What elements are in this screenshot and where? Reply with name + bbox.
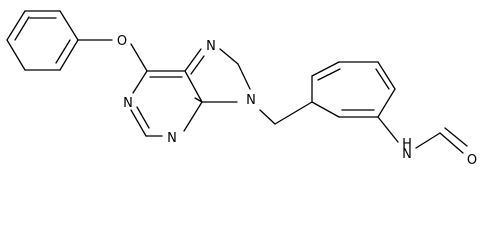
oxygen-carbonyl-label: O	[467, 153, 477, 168]
formamide-group	[377, 116, 468, 154]
imidazole-ring	[184, 48, 251, 103]
hydrogen-amide-label: H	[402, 137, 412, 152]
oxygen-ether-label: O	[117, 34, 127, 49]
nitrogen-pyrimidine-bottom-label: N	[167, 131, 177, 146]
benzene-ring	[311, 61, 396, 118]
phenyl-ring	[6, 10, 79, 71]
pyrimidine-ring	[130, 70, 203, 137]
nitrogen-9-label: N	[246, 93, 256, 108]
nitrogen-amide-label: N	[402, 147, 412, 162]
chemical-structure-diagram: O N N N N N H O	[6, 10, 477, 168]
nitrogen-pyrimidine-left-label: N	[123, 96, 133, 111]
methylene-linker	[259, 101, 313, 125]
nitrogen-ring-top-label: N	[206, 39, 216, 54]
ether-linkage	[77, 39, 148, 72]
